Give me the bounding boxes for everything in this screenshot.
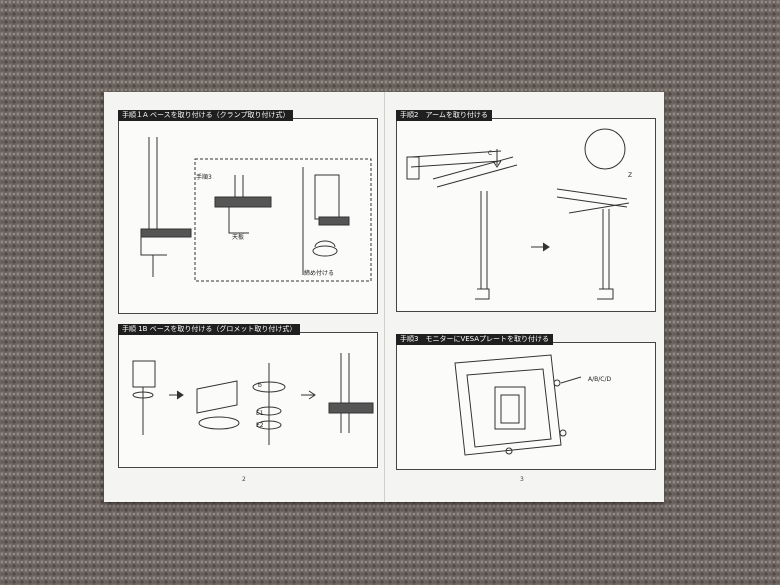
vesa-plate-illustration [454,354,582,456]
step1a-title: 手順１A ベースを取り付ける（クランプ取り付け式） [118,110,294,121]
page-number-left: 2 [242,476,246,483]
instruction-manual: 手順１A ベースを取り付ける（クランプ取り付け式） 手順3 天板 締め付ける 手… [104,92,664,502]
left-page: 手順１A ベースを取り付ける（クランプ取り付け式） 手順3 天板 締め付ける 手… [104,92,385,502]
right-page: 手順2 アームを取り付ける C Z 手順3 モニターにVESAプレートを取り付け… [384,92,664,502]
arm-assembly-illustration [406,128,630,300]
b-label: b [258,382,262,389]
tighten-label: 締め付ける [304,270,335,277]
inset-step-label: 手順3 [196,174,212,181]
screws-label: A/B/C/D [588,376,612,383]
step2-title: 手順2 アームを取り付ける [396,110,492,121]
step1b-title: 手順 1B ベースを取り付ける（グロメット取り付け式） [118,324,301,335]
step3-title: 手順3 モニターにVESAプレートを取り付ける [396,334,554,345]
e1-label: E1 [256,410,264,417]
step2-panel [396,118,656,312]
step3-panel [396,342,656,470]
c-label: C [488,150,493,157]
e2-label: E2 [256,422,264,429]
clamp-mount-illustration [140,137,372,282]
z-label: Z [628,172,633,179]
step1a-panel [118,118,378,314]
top-board-label: 天板 [232,234,245,241]
page-number-right: 3 [520,476,524,483]
grommet-mount-illustration [132,353,374,445]
step1b-panel [118,332,378,468]
